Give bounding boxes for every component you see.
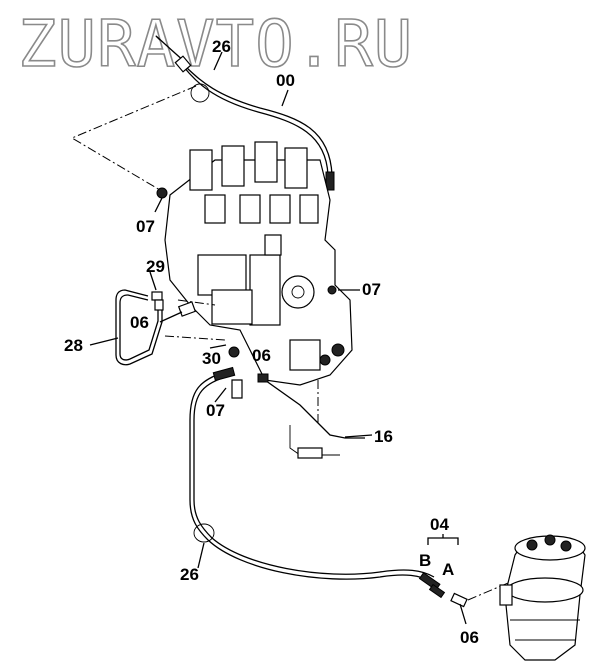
fitting-06-left — [177, 301, 197, 317]
callout-26-top: 26 — [212, 37, 231, 56]
leader-26-top — [213, 51, 223, 71]
leader-16 — [344, 434, 373, 438]
leader-06-bottom — [459, 603, 467, 625]
leader-07-bottom — [214, 387, 227, 403]
callout-06-mid: 06 — [252, 346, 271, 365]
callout-B: B — [419, 551, 431, 570]
watermark: ZURAVTO.RU — [18, 8, 413, 82]
swivel-joint — [499, 534, 586, 661]
callout-16: 16 — [374, 427, 393, 446]
fitting-06-bottom — [450, 579, 516, 608]
leader-30-pt — [209, 344, 227, 349]
leader-00 — [281, 89, 289, 107]
callout-00: 00 — [276, 71, 295, 90]
callout-29: 29 — [146, 257, 165, 276]
leader-07-left — [154, 197, 163, 213]
leader-30 — [164, 335, 226, 341]
callout-07-left: 07 — [136, 217, 155, 236]
leader-06-left — [159, 311, 183, 323]
callout-A: A — [442, 560, 454, 579]
leader-29-pt — [149, 271, 157, 291]
callout-28: 28 — [64, 336, 83, 355]
leader-29 — [177, 299, 216, 306]
leader-28 — [89, 337, 119, 346]
callout-04: 04 — [430, 515, 449, 534]
leader-26-bottom — [197, 542, 205, 569]
control-valve — [156, 141, 353, 386]
leader-top — [70, 85, 197, 191]
callout-30: 30 — [202, 349, 221, 368]
callout-06-bottom: 06 — [460, 628, 479, 647]
hose-long — [189, 366, 435, 583]
fittings-04 — [418, 534, 459, 599]
callout-26-bottom: 26 — [180, 565, 199, 584]
callout-06-left: 06 — [130, 313, 149, 332]
callout-07-right: 07 — [362, 280, 381, 299]
hose-28 — [115, 289, 164, 366]
callout-07-bottom: 07 — [206, 401, 225, 420]
hose-00 — [155, 35, 335, 191]
hose-16 — [257, 373, 365, 459]
